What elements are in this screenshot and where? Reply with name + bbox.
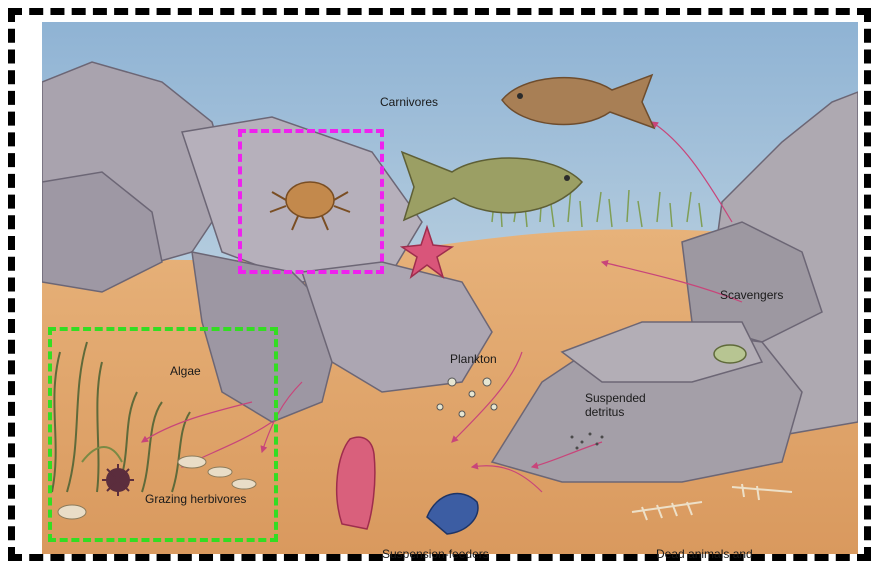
label-suspension-feeders: Suspension-feeders: [382, 547, 489, 561]
label-dead-animals: Dead animals and: [656, 547, 753, 561]
highlight-box-algae: [48, 327, 278, 542]
label-plankton: Plankton: [450, 352, 497, 366]
label-suspended-detritus: Suspended detritus: [585, 391, 655, 419]
label-scavengers: Scavengers: [720, 288, 783, 302]
scavenger-crab: [714, 345, 746, 363]
label-carnivores: Carnivores: [380, 95, 438, 109]
highlight-box-carnivore: [238, 129, 384, 274]
sponge: [337, 437, 375, 529]
